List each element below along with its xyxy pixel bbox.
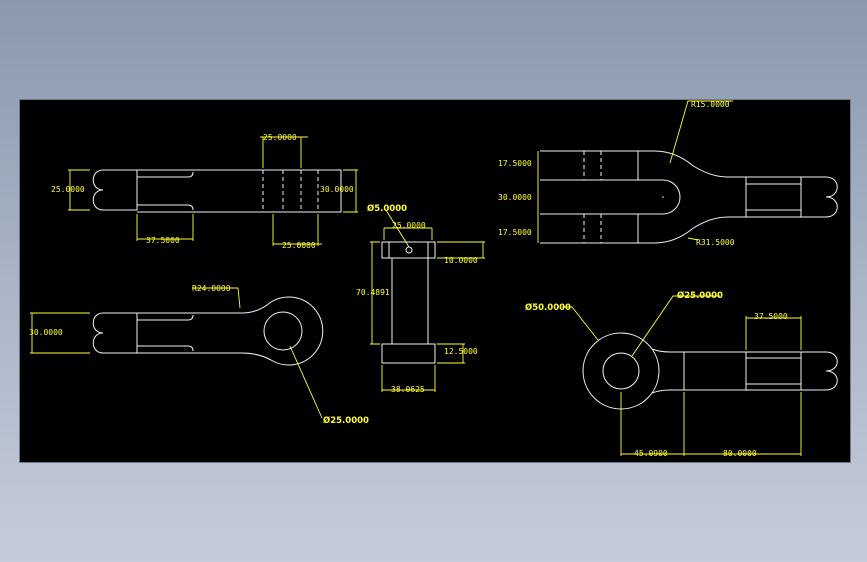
dim-radius-top-label: R15.0000 <box>691 100 730 109</box>
dim-bottom-left-label: 37.5000 <box>146 236 180 245</box>
cad-drawing: 25.0000 25.0000 30.0000 37.5000 25.0000 … <box>29 100 838 458</box>
dim-outer-diameter-label: Ø50.0000 <box>525 302 571 313</box>
dim-left-height-label: 25.0000 <box>51 185 85 194</box>
view-bottom-right: Ø50.0000 Ø25.0000 37.5000 45.0900 80.000… <box>525 290 838 458</box>
dim-radius-label: R24.0000 <box>192 284 231 293</box>
view-bottom-left: R24.0000 30.0000 Ø25.0000 <box>29 284 369 426</box>
part-geometry <box>540 150 838 244</box>
dimension-lines <box>562 295 802 456</box>
dim-bottom-right-label: 80.0000 <box>723 449 757 458</box>
dim-bottom-left-label: 45.0900 <box>634 449 668 458</box>
dim-top-right-label: 37.5000 <box>754 312 788 321</box>
dim-middle-label: 30.0000 <box>498 193 532 202</box>
dimension-lines <box>537 100 733 243</box>
part-geometry <box>92 169 342 213</box>
dim-diameter-label: Ø5.0000 <box>367 203 407 214</box>
dim-diameter-label: Ø25.0000 <box>323 415 369 426</box>
dim-upper-label: 17.5000 <box>498 159 532 168</box>
dimension-lines <box>30 287 323 419</box>
dim-side-top-label: 10.0000 <box>444 256 478 265</box>
view-top-left: 25.0000 25.0000 30.0000 37.5000 25.0000 <box>51 133 358 250</box>
dim-right-height-label: 30.0000 <box>320 185 354 194</box>
part-geometry <box>381 241 436 364</box>
dim-height-label: 30.0000 <box>29 328 63 337</box>
dimension-lines <box>68 136 358 246</box>
dim-bottom-right-label: 25.0000 <box>282 241 316 250</box>
dim-inner-diameter-label: Ø25.0000 <box>677 290 723 301</box>
cad-drawing-viewport[interactable]: 25.0000 25.0000 30.0000 37.5000 25.0000 … <box>19 99 851 463</box>
dim-radius-bottom-label: R31.5000 <box>696 238 735 247</box>
dim-lower-label: 17.5000 <box>498 228 532 237</box>
part-geometry <box>92 296 324 366</box>
dim-width-top-label: 25.0000 <box>392 221 426 230</box>
dimension-lines <box>370 209 485 392</box>
dim-side-bottom-label: 12.5000 <box>444 347 478 356</box>
view-center: Ø5.0000 25.0000 10.0000 70.4891 12.5000 … <box>356 203 485 394</box>
dim-height-label: 70.4891 <box>356 288 390 297</box>
view-top-right: R15.0000 17.5000 30.0000 17.5000 R31.500… <box>498 100 838 247</box>
dim-width-bottom-label: 38.0625 <box>391 385 425 394</box>
dim-width-label: 25.0000 <box>263 133 297 142</box>
